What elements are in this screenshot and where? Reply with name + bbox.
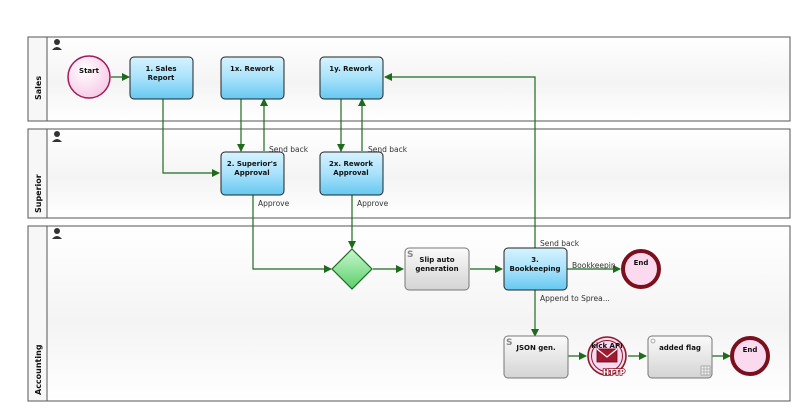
flow-label-send-back: Send back xyxy=(269,145,309,154)
script-icon: S xyxy=(506,338,512,348)
flow-bookkeeping-to-rework-1y[interactable] xyxy=(384,73,536,248)
flow-label-send-back: Send back xyxy=(540,239,580,248)
task-label: Approval xyxy=(333,169,368,177)
lane-label-superior: Superior xyxy=(34,174,43,213)
flow-label-approve: Approve xyxy=(258,199,290,208)
task-label: JSON gen. xyxy=(515,344,555,352)
task-slip-auto-generation[interactable]: S Slip auto generation xyxy=(404,247,470,291)
flow-approval-to-gateway[interactable] xyxy=(252,195,332,273)
person-icon xyxy=(52,228,62,239)
flow-label-bookkeeping: Bookkeepin xyxy=(572,261,616,270)
lane-label-sales: Sales xyxy=(34,76,43,100)
task-superior-approval[interactable]: 2. Superior's Approval xyxy=(220,151,285,196)
end-label: End xyxy=(634,259,649,267)
person-icon xyxy=(52,39,62,50)
task-label: 2x. Rework xyxy=(329,160,373,168)
task-rework-1x[interactable]: 1x. Rework xyxy=(220,56,285,100)
task-label: Slip auto xyxy=(419,256,454,264)
intermediate-http-event[interactable]: kick API HTTP xyxy=(587,336,627,378)
task-label: 1. Sales xyxy=(145,65,176,73)
http-badge: HTTP xyxy=(603,368,626,377)
task-bookkeeping[interactable]: 3. Bookkeeping xyxy=(503,247,568,291)
end-label: End xyxy=(743,346,758,354)
task-label: 3. xyxy=(531,256,539,264)
task-label: 1x. Rework xyxy=(230,65,274,73)
flow-sales-report-to-approval[interactable] xyxy=(162,99,220,177)
lane-label-accounting: Accounting xyxy=(34,344,43,395)
task-rework-1y[interactable]: 1y. Rework xyxy=(319,56,384,100)
start-label: Start xyxy=(79,67,100,75)
task-label: 2. Superior's xyxy=(227,160,277,168)
task-label: added flag xyxy=(659,344,701,352)
start-event[interactable]: Start xyxy=(67,55,111,99)
end-event[interactable]: End xyxy=(730,336,770,376)
flow-label-append: Append to Sprea... xyxy=(540,294,610,303)
task-label: Approval xyxy=(234,169,269,177)
task-label: Report xyxy=(148,74,175,82)
end-event[interactable]: End xyxy=(621,249,661,289)
event-label: kick API xyxy=(591,342,622,350)
task-sales-report[interactable]: 1. Sales Report xyxy=(129,56,194,100)
task-label: Bookkeeping xyxy=(510,265,561,273)
person-icon xyxy=(52,131,62,142)
task-json-gen[interactable]: S JSON gen. xyxy=(503,335,569,379)
task-label: generation xyxy=(415,265,458,273)
gear-icon xyxy=(650,338,656,344)
task-rework-approval[interactable]: 2x. Rework Approval xyxy=(319,151,384,196)
task-added-flag[interactable]: added flag xyxy=(647,335,713,379)
sequence-flows xyxy=(111,73,731,360)
task-label: 1y. Rework xyxy=(329,65,373,73)
envelope-icon xyxy=(596,348,618,363)
script-icon: S xyxy=(407,250,413,260)
flow-label-send-back: Send back xyxy=(368,145,408,154)
lane-superior: Superior xyxy=(27,128,791,219)
flow-label-approve: Approve xyxy=(357,199,389,208)
table-icon xyxy=(700,365,711,376)
exclusive-gateway[interactable] xyxy=(331,248,373,290)
